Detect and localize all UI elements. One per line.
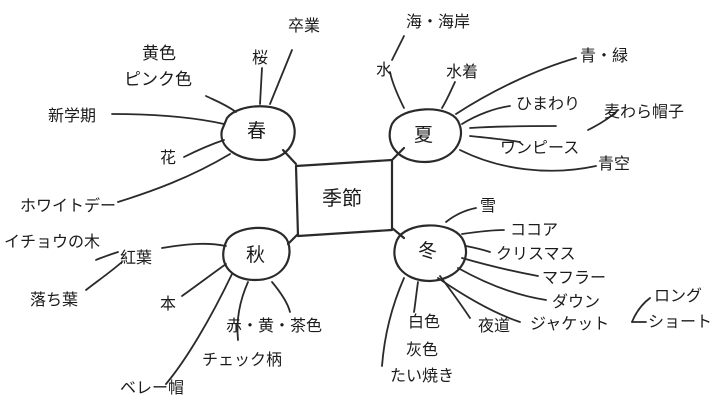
branch-summer-sunflower [461, 105, 511, 125]
summer-label: 夏 [414, 124, 434, 146]
spring-item-whiteday: ホワイトデー [20, 196, 117, 215]
winter-item-jacket: ジャケット [530, 314, 610, 333]
autumn-item-colors: 赤・黄・茶色 [226, 316, 323, 335]
branch-koyo-leaves [85, 261, 123, 291]
winter-item-night-road: 夜道 [478, 316, 511, 335]
winter-item-white: 白色 [408, 312, 441, 331]
branch-summer-blue-green [455, 57, 577, 115]
branch-water-sea [391, 35, 405, 61]
winter-item-cocoa: ココア [510, 220, 559, 239]
branch-summer-bluesky [459, 149, 597, 172]
winter-item-muffler: マフラー [542, 268, 607, 287]
branch-autumn-check [236, 281, 249, 341]
spring-item-new-term: 新学期 [48, 106, 97, 125]
link-center-winter [390, 226, 406, 240]
branch-summer-water [389, 71, 405, 109]
branch-autumn-beret [165, 273, 233, 385]
branch-winter-christmas [465, 245, 491, 253]
summer-item-sea: 海・海岸 [406, 12, 471, 31]
winter-item-christmas: クリスマス [496, 244, 576, 263]
branch-summer-swimsuit [441, 81, 456, 109]
summer-item-sunflower: ひまわり [516, 94, 581, 113]
autumn-item-beret: ベレー帽 [120, 378, 185, 397]
winter-item-long: ロング [654, 286, 703, 305]
spring-label: 春 [247, 120, 267, 142]
branch-spring-graduation [269, 49, 293, 105]
spring-item-flower: 花 [160, 148, 177, 167]
spring-item-yellow: 黄色 [142, 44, 176, 64]
winter-label: 冬 [418, 240, 438, 262]
autumn-item-check: チェック柄 [202, 350, 283, 369]
summer-item-swimsuit: 水着 [446, 62, 479, 81]
summer-item-water: 水 [376, 60, 393, 79]
branch-winter-night-road [439, 275, 471, 319]
branch-spring-yellow-pink [205, 95, 237, 113]
link-center-autumn [286, 232, 300, 246]
winter-item-snow: 雪 [480, 196, 497, 215]
spring-item-pink: ピンク色 [124, 70, 192, 90]
branch-autumn-colors [271, 281, 291, 313]
branch-autumn-koyo [161, 242, 227, 249]
spring-bubble [220, 105, 296, 162]
winter-item-gray: 灰色 [406, 340, 439, 359]
branch-koyo-ginkgo [95, 251, 119, 261]
branch-spring-sakura [259, 67, 263, 105]
spring-item-sakura: 桜 [252, 48, 269, 67]
spring-item-graduation: 卒業 [288, 16, 321, 35]
branch-winter-muffler [461, 257, 539, 277]
branch-winter-white [413, 281, 419, 313]
winter-item-taiyaki: たい焼き [390, 366, 455, 385]
winter-item-down: ダウン [552, 292, 601, 311]
branch-summer-line-extra [469, 125, 557, 129]
branch-winter-snow [445, 207, 477, 223]
branch-jacket-long [631, 297, 651, 323]
summer-item-onepiece: ワンピース [500, 138, 580, 157]
winter-item-short: ショート [648, 312, 713, 331]
summer-item-strawhat: 麦わら帽子 [604, 102, 685, 121]
branch-spring-flower [183, 139, 225, 158]
autumn-bubble [222, 226, 291, 282]
center-box [294, 158, 394, 238]
autumn-item-koyo: 紅葉 [120, 248, 153, 267]
branch-winter-jacket [437, 277, 521, 323]
winter-bubble [393, 224, 468, 283]
center-label: 季節 [322, 186, 362, 210]
branch-winter-cocoa [461, 229, 505, 235]
autumn-item-fallen-leaves: 落ち葉 [30, 290, 79, 309]
autumn-label: 秋 [246, 244, 266, 266]
branch-onepiece-strawhat [587, 109, 619, 131]
summer-item-blue-green: 青・緑 [580, 46, 629, 65]
branch-spring-new-term [111, 113, 225, 125]
autumn-item-ginkgo: イチョウの木 [4, 232, 101, 251]
branch-winter-down [457, 267, 547, 301]
branch-summer-onepiece [469, 135, 521, 143]
branch-autumn-book [181, 263, 227, 297]
branch-winter-taiyaki [381, 277, 405, 367]
summer-bubble [388, 108, 463, 164]
summer-item-bluesky: 青空 [598, 154, 631, 173]
branch-spring-whiteday [117, 153, 231, 203]
autumn-item-book: 本 [160, 294, 177, 313]
